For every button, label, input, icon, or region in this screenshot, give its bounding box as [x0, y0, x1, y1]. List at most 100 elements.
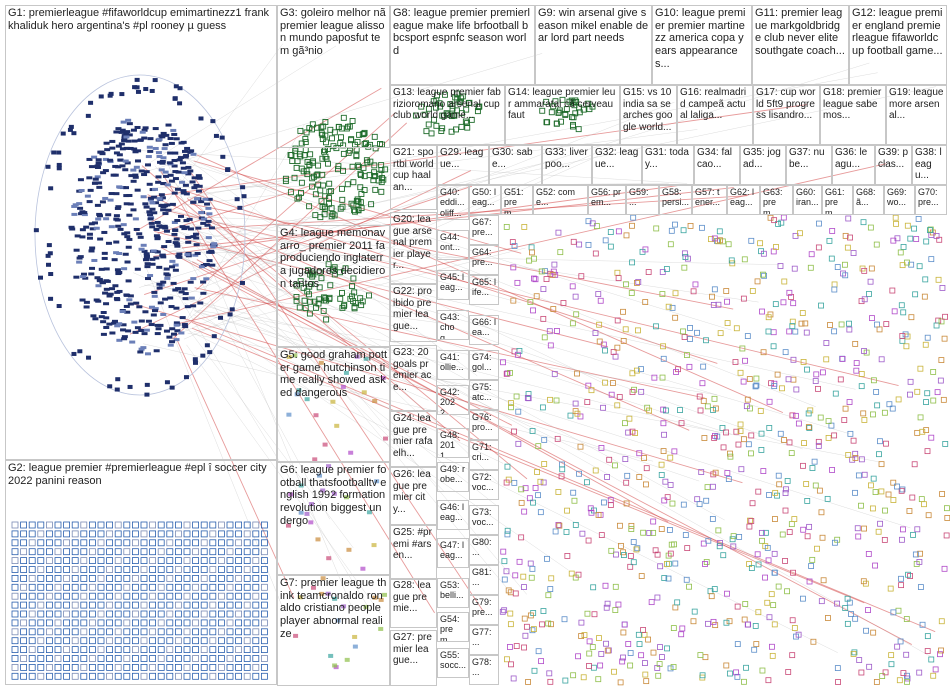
graph-node — [86, 176, 93, 180]
graph-node — [692, 281, 699, 288]
graph-node — [578, 273, 585, 280]
graph-node — [521, 644, 527, 651]
graph-node — [69, 227, 76, 231]
graph-node — [366, 292, 372, 299]
graph-node — [72, 203, 79, 207]
graph-node — [348, 450, 354, 455]
graph-node — [96, 277, 103, 281]
graph-node — [76, 260, 83, 264]
graph-node — [917, 365, 924, 372]
graph-node — [28, 530, 36, 538]
graph-node — [541, 334, 548, 341]
graph-node — [743, 664, 749, 671]
graph-node — [166, 530, 174, 538]
graph-node — [143, 258, 150, 262]
graph-node — [607, 502, 614, 508]
graph-node — [209, 530, 217, 538]
graph-node — [816, 487, 823, 494]
graph-node — [88, 272, 95, 276]
graph-node — [856, 657, 863, 663]
graph-node — [741, 256, 748, 263]
graph-node — [322, 442, 328, 447]
graph-node — [97, 583, 105, 591]
graph-node — [180, 191, 187, 195]
graph-node — [930, 369, 937, 375]
graph-node — [51, 150, 57, 155]
graph-node — [296, 388, 302, 393]
graph-node — [140, 346, 147, 350]
graph-node — [372, 186, 379, 193]
graph-node — [805, 410, 812, 417]
graph-node — [650, 649, 657, 656]
graph-node — [135, 89, 141, 94]
graph-node — [819, 369, 826, 376]
graph-edge — [139, 62, 870, 288]
graph-node — [778, 219, 785, 226]
graph-node — [686, 363, 693, 370]
graph-node — [188, 296, 195, 300]
graph-node — [20, 601, 28, 609]
graph-node — [20, 610, 28, 618]
graph-node — [252, 521, 260, 529]
graph-node — [846, 399, 853, 405]
graph-node — [252, 592, 260, 600]
graph-node — [538, 268, 545, 275]
graph-node — [89, 592, 96, 600]
graph-node — [97, 592, 105, 600]
graph-node — [120, 223, 127, 227]
graph-node — [586, 663, 592, 669]
graph-node — [532, 484, 539, 491]
graph-node — [140, 557, 148, 564]
graph-node — [209, 637, 217, 645]
graph-node — [504, 656, 510, 663]
graph-node — [782, 507, 789, 514]
graph-node — [895, 396, 902, 403]
graph-node — [80, 646, 88, 653]
graph-node — [586, 106, 593, 113]
graph-node — [729, 260, 736, 267]
graph-node — [28, 548, 36, 556]
graph-node — [158, 193, 165, 197]
graph-node — [873, 679, 880, 685]
graph-node — [322, 295, 329, 302]
graph-node — [252, 637, 260, 645]
graph-node — [858, 371, 865, 377]
graph-node — [210, 245, 217, 249]
graph-node — [585, 241, 592, 248]
graph-node — [530, 626, 537, 633]
graph-node — [183, 192, 190, 196]
graph-node — [89, 672, 96, 680]
graph-node — [753, 382, 760, 389]
graph-node — [165, 123, 172, 127]
graph-node — [712, 622, 719, 629]
graph-node — [510, 675, 517, 682]
graph-node — [103, 316, 110, 320]
graph-node — [296, 194, 302, 201]
graph-node — [140, 672, 148, 680]
graph-node — [183, 646, 191, 653]
graph-node — [452, 94, 459, 101]
graph-node — [844, 595, 851, 602]
graph-node — [891, 308, 898, 315]
graph-node — [94, 165, 101, 169]
graph-node — [168, 305, 175, 309]
group-label: G13: league premier fabrizioromano arsen… — [393, 87, 503, 121]
graph-node — [131, 664, 139, 671]
graph-node — [71, 646, 79, 653]
graph-node — [108, 225, 115, 229]
graph-node — [658, 472, 665, 478]
graph-node — [894, 643, 901, 650]
graph-node — [181, 322, 188, 326]
graph-node — [518, 499, 525, 506]
graph-node — [610, 380, 616, 386]
graph-node — [174, 592, 182, 600]
graph-node — [95, 299, 102, 303]
graph-node — [189, 180, 196, 184]
graph-node — [209, 583, 217, 591]
graph-node — [28, 521, 36, 529]
graph-node — [63, 637, 70, 645]
graph-node — [287, 189, 294, 196]
graph-node — [252, 566, 260, 573]
graph-node — [590, 664, 597, 671]
graph-node — [163, 267, 170, 271]
